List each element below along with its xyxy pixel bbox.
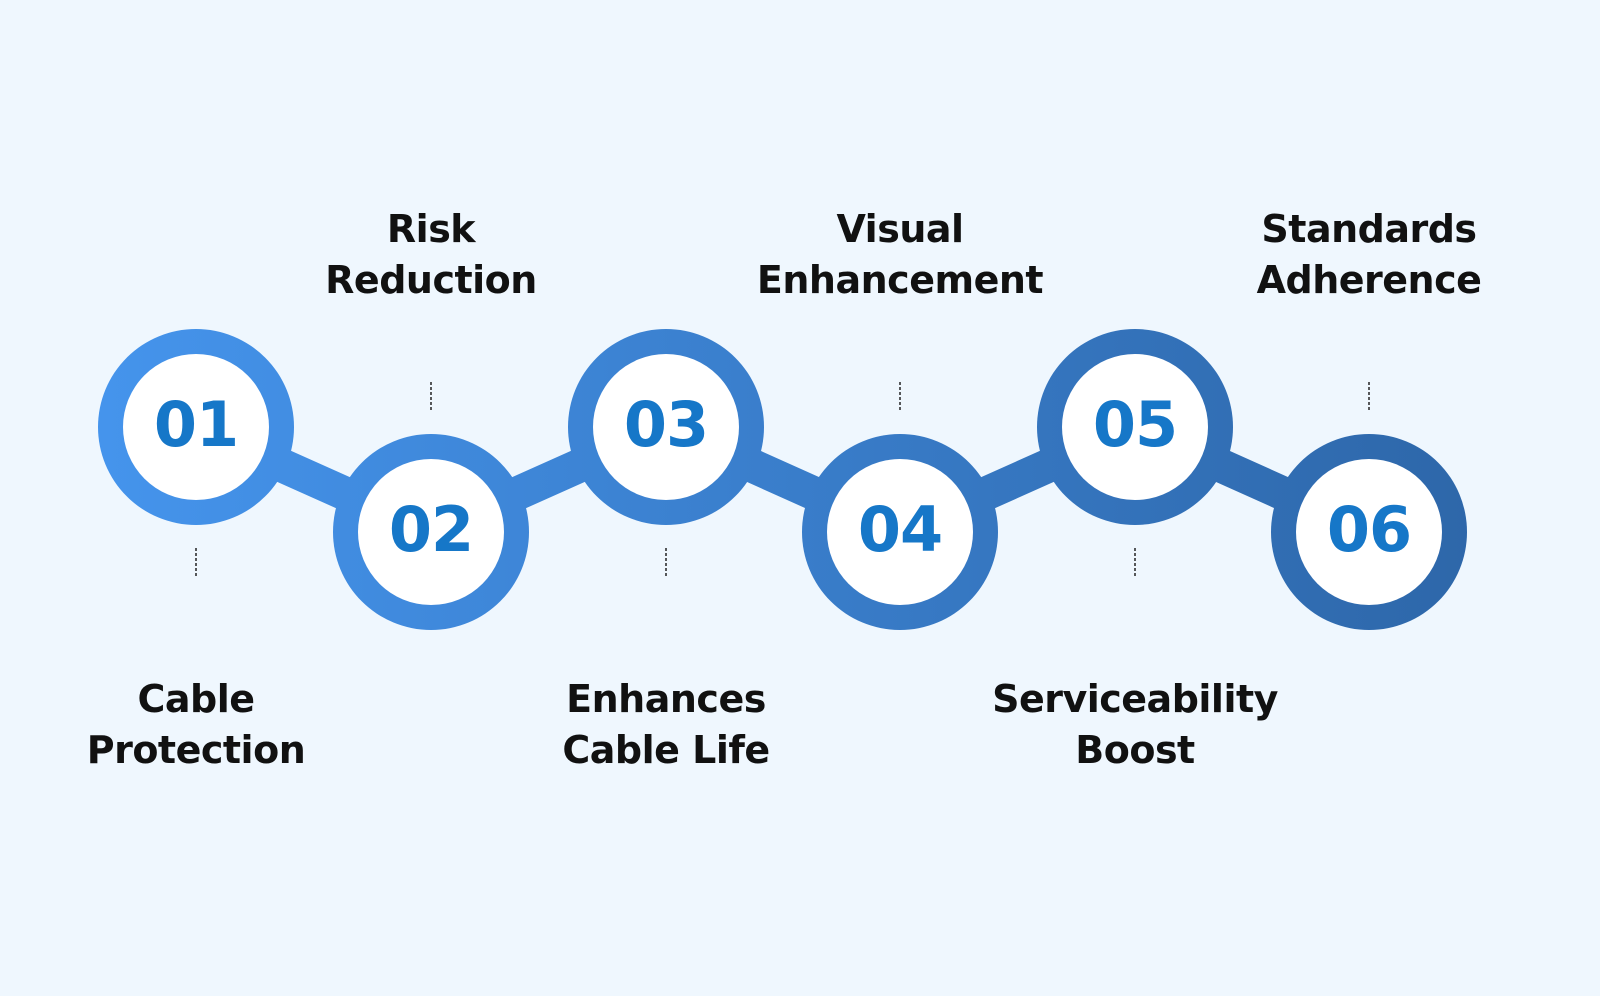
step-number-04: 04 bbox=[858, 493, 942, 566]
step-disc-02 bbox=[358, 459, 504, 605]
step-disc-06 bbox=[1296, 459, 1442, 605]
step-label-line: Risk bbox=[386, 207, 476, 251]
step-number-02: 02 bbox=[389, 493, 473, 566]
step-number-03: 03 bbox=[624, 388, 708, 461]
step-label-line: Boost bbox=[1075, 728, 1195, 772]
step-label-06: Standards Adherence bbox=[1209, 204, 1529, 306]
step-label-line: Cable Life bbox=[562, 728, 770, 772]
step-label-line: Visual bbox=[836, 207, 964, 251]
step-label-03: Enhances Cable Life bbox=[506, 674, 826, 776]
step-label-line: Reduction bbox=[325, 258, 537, 302]
step-number-05: 05 bbox=[1093, 388, 1177, 461]
step-label-02: Risk Reduction bbox=[271, 204, 591, 306]
step-label-line: Serviceability bbox=[992, 677, 1278, 721]
step-label-line: Cable bbox=[137, 677, 255, 721]
step-disc-04 bbox=[827, 459, 973, 605]
connector-lines bbox=[195, 382, 1370, 578]
step-number-01: 01 bbox=[154, 388, 238, 461]
step-label-line: Enhancement bbox=[756, 258, 1044, 302]
step-label-line: Standards bbox=[1261, 207, 1477, 251]
step-label-line: Adherence bbox=[1256, 258, 1482, 302]
step-disc-03 bbox=[593, 354, 739, 500]
number-discs: 01 02 03 04 05 06 bbox=[123, 354, 1442, 605]
step-label-line: Protection bbox=[86, 728, 306, 772]
step-number-06: 06 bbox=[1327, 493, 1411, 566]
step-label-05: Serviceability Boost bbox=[975, 674, 1295, 776]
step-disc-01 bbox=[123, 354, 269, 500]
step-disc-05 bbox=[1062, 354, 1208, 500]
step-label-04: Visual Enhancement bbox=[740, 204, 1060, 306]
step-label-line: Enhances bbox=[566, 677, 766, 721]
step-label-01: Cable Protection bbox=[36, 674, 356, 776]
